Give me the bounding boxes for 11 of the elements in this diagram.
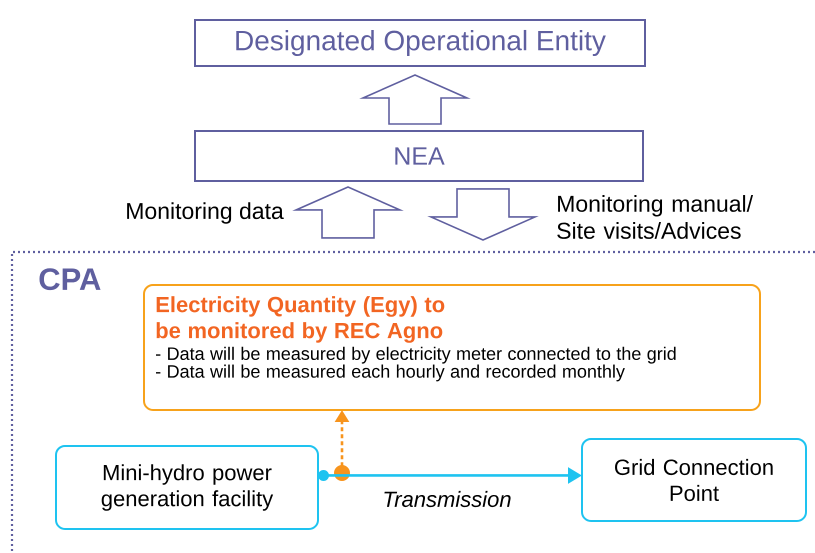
entity-box: Designated Operational Entity — [194, 19, 646, 67]
process-box: Mini-hydro power generation facility — [55, 444, 319, 530]
edge-label: Monitoring manual/ Site visits/Advices — [557, 195, 754, 239]
process-box: Grid Connection Point — [581, 438, 807, 522]
block-arrow — [427, 188, 539, 241]
block-arrow — [359, 74, 471, 125]
block-arrow — [292, 186, 404, 239]
info-box: Electricity Quantity (Egy) to be monitored by REC Agno - Data will be measured by electricity meter connected to the grid - Data will be measured each hourly and recorded monthly — [143, 284, 761, 411]
entity-box: NEA — [194, 130, 644, 182]
edge-label: Monitoring data — [127, 202, 284, 224]
edge-label: Transmission — [384, 490, 511, 508]
